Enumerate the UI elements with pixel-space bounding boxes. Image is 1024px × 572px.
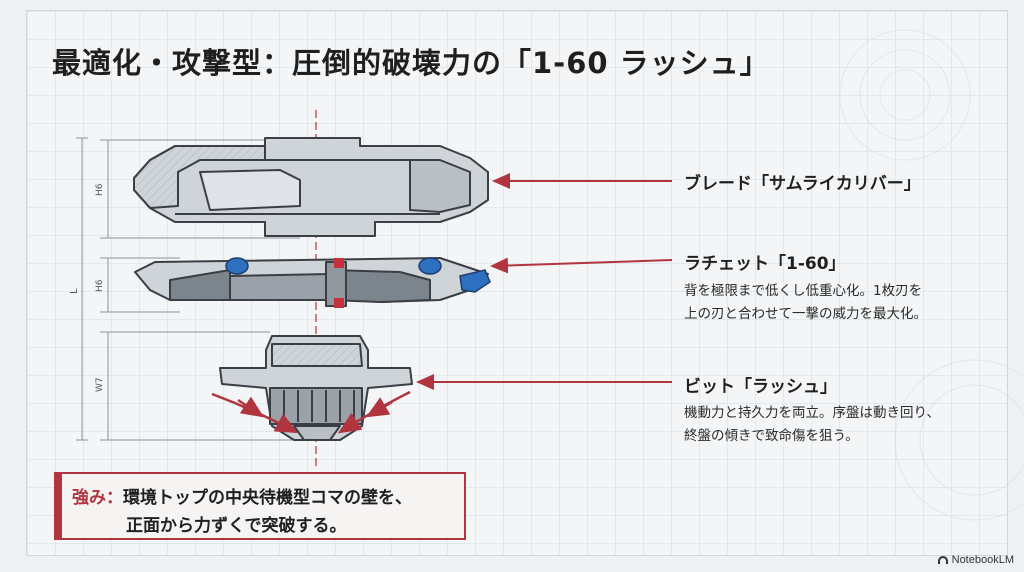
dim-label-w7: W7 [95, 377, 105, 392]
background-gear-decoration [839, 29, 1024, 521]
strength-line-1: 強み：環境トップの中央待機型コマの壁を、 [72, 483, 412, 508]
ratchet-part [134, 257, 489, 307]
slide-title: 最適化・攻撃型：圧倒的破壊力の「1-60 ラッシュ」 [52, 46, 770, 80]
bit-desc-line-2: 終盤の傾きで致命傷を狙う。 [684, 428, 859, 444]
bit-tilt-arrow-left [237, 396, 265, 418]
blade-part [133, 137, 489, 237]
brand-text: NotebookLM [951, 554, 1014, 566]
bit-label: ビット「ラッシュ」 [684, 377, 837, 397]
bit-tilt-arrow-right [365, 397, 393, 418]
ratchet-leader-arrow [490, 257, 673, 274]
ratchet-desc-line-1: 背を極限まで低くし低重心化。1枚刃を [684, 283, 923, 299]
notebooklm-logo-icon [937, 556, 948, 564]
strength-text-2: 正面から力ずくで突破する。 [126, 516, 347, 536]
strength-accent-bar [54, 472, 62, 540]
notebooklm-brand: NotebookLM [937, 554, 1014, 566]
blade-label: ブレード「サムライカリバー」 [684, 174, 921, 194]
dim-label-h6-top: H6 [95, 183, 105, 196]
ratchet-blue-tip [459, 269, 491, 293]
ratchet-label: ラチェット「1-60」 [684, 254, 846, 274]
strength-key: 強み： [72, 488, 123, 508]
dim-label-l: L [69, 288, 80, 294]
bit-desc-line-1: 機動力と持久力を両立。序盤は動き回り、 [684, 405, 940, 421]
ratchet-blue-marker-right [418, 257, 442, 275]
strength-callout-box: 強み：環境トップの中央待機型コマの壁を、 正面から力ずくで突破する。 [54, 472, 466, 540]
slide-frame [26, 10, 1008, 556]
ratchet-red-pin-top [334, 258, 344, 268]
ratchet-blue-marker-left [225, 257, 249, 275]
bit-part [219, 335, 413, 441]
dim-label-h6-mid: H6 [95, 279, 105, 292]
ratchet-red-pin-bottom [334, 298, 344, 308]
strength-text-1: 環境トップの中央待機型コマの壁を、 [123, 488, 412, 508]
ratchet-desc-line-2: 上の刃と合わせて一撃の威力を最大化。 [684, 306, 927, 322]
